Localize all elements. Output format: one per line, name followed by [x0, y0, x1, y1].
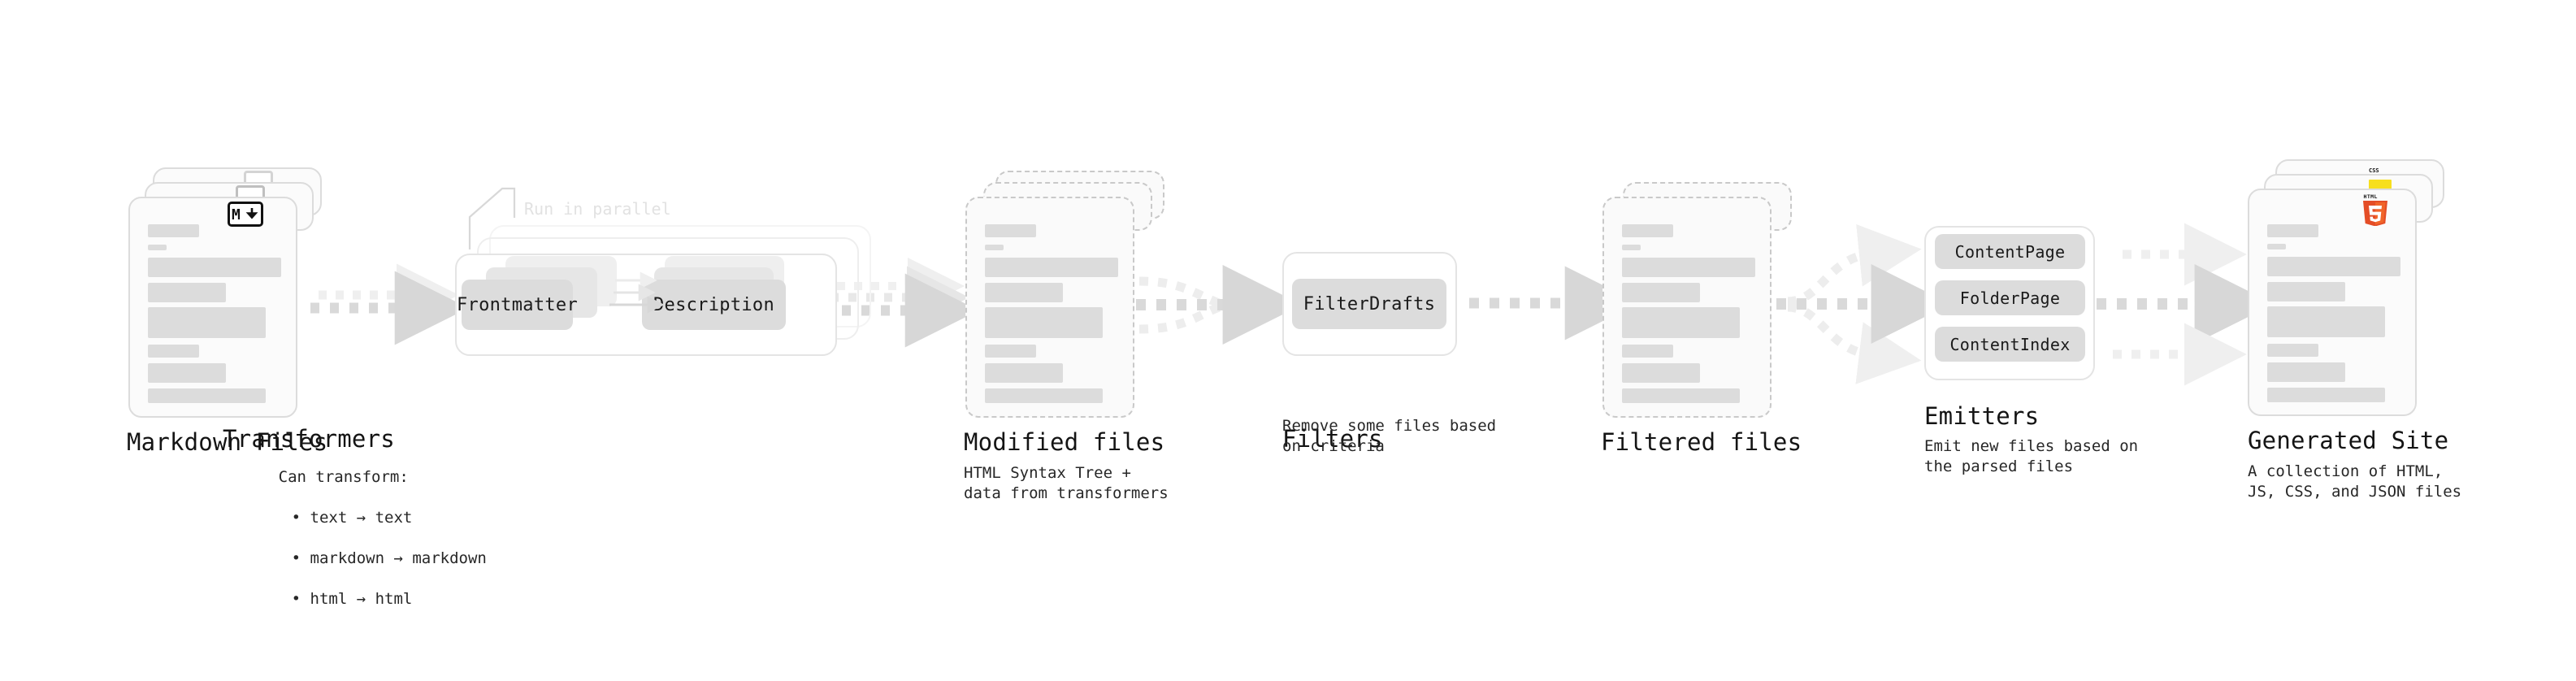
skeleton-line [985, 258, 1118, 277]
skeleton-line [148, 283, 226, 302]
skeleton-heading [2267, 224, 2318, 237]
arrow-filtered-to-emitters [1776, 223, 1951, 384]
skeleton-subheading [1622, 245, 1641, 250]
transformers-bullet-2: • html → html [291, 590, 413, 608]
transformers-bullet-0: • text → text [291, 509, 413, 527]
emitter-node-folderpage[interactable]: FolderPage [1935, 280, 2085, 315]
skeleton-line [1622, 283, 1700, 302]
skeleton-line [2267, 282, 2345, 301]
filtered-files-title: Filtered files [1601, 428, 1802, 456]
transformers-intro: Can transform: [278, 468, 409, 486]
skeleton-line [985, 388, 1103, 403]
emitters-subtitle: Emit new files based on the parsed files [1924, 437, 2139, 475]
skeleton-line [2267, 388, 2385, 402]
skeleton-line [148, 388, 266, 403]
skeleton-line [985, 345, 1036, 358]
skeleton-subheading [985, 245, 1004, 250]
transformer-node-description[interactable]: Description [642, 280, 786, 330]
svg-text:CSS: CSS [2369, 167, 2379, 174]
skeleton-line [2267, 362, 2345, 382]
skeleton-line [1622, 388, 1740, 403]
modified-file-card [965, 197, 1134, 418]
skeleton-line [985, 363, 1063, 383]
skeleton-line [148, 345, 199, 358]
generated-site-subtitle: A collection of HTML, JS, CSS, and JSON … [2248, 462, 2462, 501]
filter-node-filterdrafts[interactable]: FilterDrafts [1292, 279, 1446, 329]
arrow-markdown-to-transformers [310, 263, 469, 345]
markdown-file-card [128, 197, 297, 418]
skeleton-subheading [2267, 244, 2286, 249]
skeleton-line [985, 283, 1063, 302]
filters-subtitle: Remove some files based on criteria [1282, 417, 1497, 455]
skeleton-line [2267, 306, 2385, 337]
transformers-description: Can transform: • text → text • markdown … [223, 447, 487, 630]
filtered-file-card [1602, 197, 1772, 418]
skeleton-line [148, 258, 281, 277]
run-in-parallel-label: Run in parallel [524, 199, 671, 219]
modified-files-title: Modified files [964, 428, 1165, 456]
generated-site-title: Generated Site [2248, 427, 2449, 454]
svg-text:HTML: HTML [2364, 193, 2378, 200]
arrow-modified-to-filters [1136, 265, 1303, 345]
html5-icon: HTML [2361, 192, 2390, 227]
markdown-icon: M [228, 202, 263, 227]
transformers-title: Transformers [223, 425, 395, 453]
emitters-title: Emitters [1924, 402, 2040, 430]
transformers-bullet-1: • markdown → markdown [291, 549, 487, 567]
emitter-node-contentindex[interactable]: ContentIndex [1935, 327, 2085, 362]
transformer-node-frontmatter[interactable]: Frontmatter [457, 280, 578, 330]
skeleton-subheading [148, 245, 167, 250]
skeleton-line [2267, 257, 2400, 276]
generated-file-card [2248, 189, 2417, 416]
skeleton-line [2267, 344, 2318, 357]
skeleton-line [1622, 258, 1755, 277]
emitter-node-contentpage[interactable]: ContentPage [1935, 234, 2085, 269]
skeleton-heading [985, 224, 1036, 237]
skeleton-line [148, 307, 266, 338]
svg-text:M: M [232, 206, 241, 223]
skeleton-line [148, 363, 226, 383]
skeleton-line [1622, 363, 1700, 383]
skeleton-heading [148, 224, 199, 237]
filters-title: Filters [1282, 425, 1383, 453]
skeleton-line [1622, 345, 1673, 358]
markdown-files-title: Markdown Files [127, 428, 328, 456]
modified-files-subtitle: HTML Syntax Tree + data from transformer… [964, 464, 1169, 502]
skeleton-line [1622, 307, 1740, 338]
skeleton-line [985, 307, 1103, 338]
skeleton-heading [1622, 224, 1673, 237]
arrow-emitters-to-site [2097, 223, 2275, 386]
